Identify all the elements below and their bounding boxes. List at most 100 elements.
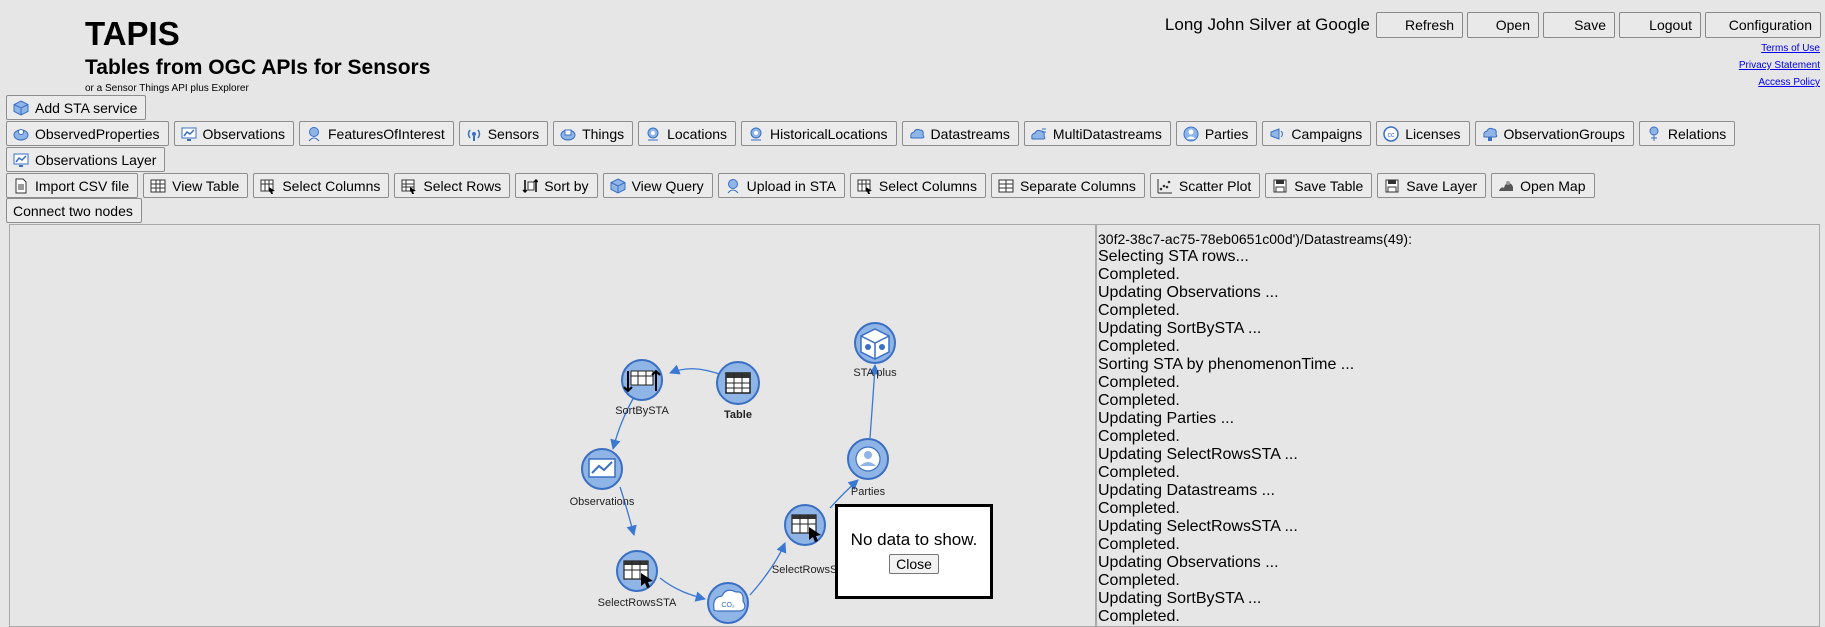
parties-icon: [1183, 126, 1199, 141]
sensors-button[interactable]: Sensors: [458, 121, 549, 146]
log-line: Updating SelectRowsSTA ...: [1098, 518, 1298, 535]
add-sta-service-button[interactable]: Add STA service: [6, 95, 147, 120]
terms-of-use-link[interactable]: Terms of Use: [1761, 43, 1820, 54]
user-name: Long John Silver at Google: [1164, 15, 1370, 34]
button-label: Relations: [1667, 125, 1727, 142]
parties-button[interactable]: Parties: [1175, 121, 1258, 146]
edge-observations-selectrows1[interactable]: [619, 486, 637, 537]
open-map-button[interactable]: Open Map: [1491, 173, 1595, 198]
log-line: 30f2-38c7-ac75-78eb0651c00d')/Datastream…: [1098, 231, 1412, 247]
button-label: Sensors: [487, 125, 540, 142]
log-line: Completed.: [1098, 392, 1180, 409]
toolbar-row-services: Add STA service: [6, 95, 147, 120]
log-panel[interactable]: 30f2-38c7-ac75-78eb0651c00d')/Datastream…: [1096, 224, 1820, 627]
historical-locations-icon: [750, 127, 762, 140]
locations-icon: [647, 127, 659, 140]
connect-two-nodes-button[interactable]: Connect two nodes: [6, 198, 142, 223]
view-table-button[interactable]: View Table: [143, 173, 249, 198]
save-table-button[interactable]: Save Table: [1265, 173, 1373, 198]
import-csv-file-button[interactable]: Import CSV file: [6, 173, 139, 198]
featuresofinterest-button[interactable]: FeaturesOfInterest: [299, 121, 454, 146]
licenses-button[interactable]: cc Licenses: [1376, 121, 1470, 146]
svg-text:CO₂: CO₂: [721, 602, 735, 609]
edge-table-sortby[interactable]: [669, 364, 723, 376]
button-label: Observations Layer: [35, 151, 157, 168]
save-icon: [1385, 179, 1399, 192]
policy-links: Terms of Use Privacy Statement Access Po…: [1739, 43, 1820, 94]
privacy-statement-link[interactable]: Privacy Statement: [1738, 60, 1820, 71]
button-label: Save Table: [1294, 177, 1364, 194]
observations-button[interactable]: Observations: [173, 121, 294, 146]
edge-selectrows1-datastreams[interactable]: [659, 577, 707, 602]
edge-selectrows2-parties[interactable]: [829, 479, 859, 509]
node-selectrows-1[interactable]: SelectRowsSTA: [598, 550, 677, 609]
observationgroups-button[interactable]: ObservationGroups: [1474, 121, 1634, 146]
configuration-button[interactable]: Configuration: [1705, 12, 1821, 38]
things-icon: [560, 129, 576, 140]
things-button[interactable]: Things: [553, 121, 634, 146]
open-map-icon: [1499, 180, 1514, 191]
no-data-message: No data to show.: [850, 529, 978, 549]
save-layer-button[interactable]: Save Layer: [1377, 173, 1487, 198]
access-policy-link[interactable]: Access Policy: [1758, 77, 1820, 88]
edge-parties-staplus[interactable]: [869, 363, 880, 439]
node-table[interactable]: Table: [716, 361, 760, 421]
button-label: Open Map: [1520, 177, 1586, 194]
refresh-button[interactable]: Refresh: [1376, 12, 1463, 38]
scatter-plot-button[interactable]: Scatter Plot: [1149, 173, 1261, 198]
log-line: Updating Observations ...: [1098, 284, 1279, 301]
sta-service-icon: [13, 99, 29, 116]
node-observations[interactable]: Observations: [570, 448, 635, 508]
app-tagline: or a Sensor Things API plus Explorer: [85, 83, 249, 94]
observedproperties-button[interactable]: ObservedProperties: [6, 121, 169, 146]
log-line: Completed.: [1098, 374, 1180, 391]
save-button[interactable]: Save: [1543, 12, 1615, 38]
edge-sortby-observations[interactable]: [610, 394, 636, 451]
svg-text:cc: cc: [1388, 132, 1396, 139]
datastreams-button[interactable]: Datastreams: [901, 121, 1019, 146]
relations-button[interactable]: Relations: [1638, 121, 1736, 146]
close-button[interactable]: Close: [889, 553, 939, 574]
co2-cloud-icon: CO₂: [713, 589, 746, 612]
sort-by-button[interactable]: Sort by: [515, 173, 598, 198]
historicallocations-button[interactable]: HistoricalLocations: [741, 121, 897, 146]
node-datastreams[interactable]: CO₂: [707, 582, 749, 624]
node-staplus[interactable]: STA plus: [853, 322, 897, 379]
import-csv-icon: [15, 178, 27, 193]
node-parties[interactable]: Parties: [847, 438, 889, 498]
features-of-interest-icon: [308, 126, 320, 141]
logout-button[interactable]: Logout: [1619, 12, 1701, 38]
node-label-table: Table: [724, 409, 752, 421]
open-button[interactable]: Open: [1467, 12, 1539, 38]
log-line: Completed.: [1098, 536, 1180, 553]
log-line: Completed.: [1098, 572, 1180, 589]
button-label: Connect two nodes: [13, 202, 133, 219]
upload-in-sta-button[interactable]: Upload in STA: [717, 173, 845, 198]
button-label: Upload in STA: [746, 177, 836, 194]
multidatastreams-button[interactable]: MultiDatastreams: [1023, 121, 1171, 146]
node-label-selectrows-1: SelectRowsSTA: [598, 597, 677, 609]
select-rows-button[interactable]: Select Rows: [394, 173, 511, 198]
button-label: View Query: [631, 177, 704, 194]
separate-columns-button[interactable]: Separate Columns: [990, 173, 1145, 198]
sensors-icon: [467, 129, 480, 141]
select-rows-icon: [623, 560, 653, 588]
node-selectrows-2[interactable]: SelectRowsST: [772, 504, 844, 576]
observations-layer-button[interactable]: Observations Layer: [6, 147, 166, 172]
edge-datastreams-selectrows2[interactable]: [749, 542, 787, 596]
select-columns-button[interactable]: Select Columns: [253, 173, 390, 198]
node-sortbysta[interactable]: SortBySTA: [615, 359, 669, 417]
button-label: View Table: [172, 177, 240, 194]
line-chart-icon: [588, 458, 616, 478]
log-line: Completed.: [1098, 266, 1180, 283]
button-label: Select Columns: [878, 177, 977, 194]
locations-button[interactable]: Locations: [638, 121, 737, 146]
select-columns-button[interactable]: Select Columns: [849, 173, 986, 198]
sta-plus-icon: [860, 328, 890, 360]
node-graph[interactable]: SortBySTA Table STA plus: [10, 225, 1096, 627]
separate-columns-icon: [998, 179, 1014, 192]
view-query-button[interactable]: View Query: [602, 173, 713, 198]
campaigns-button[interactable]: Campaigns: [1262, 121, 1372, 146]
button-label: Licenses: [1405, 125, 1461, 142]
log-line: Completed.: [1098, 428, 1180, 445]
